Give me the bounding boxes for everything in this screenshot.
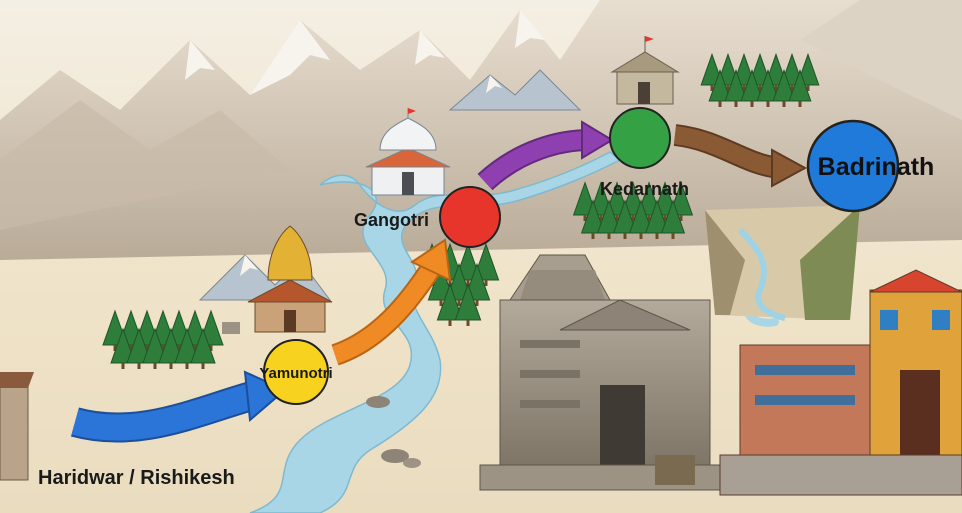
mountain-range	[0, 0, 962, 260]
tree-trunk	[623, 233, 627, 239]
tree-trunk	[209, 345, 213, 351]
tree-trunk	[647, 215, 651, 221]
tree-trunk	[193, 345, 197, 351]
mountain-icon	[448, 69, 582, 111]
tree-trunk	[798, 101, 802, 107]
arrow-yamunotri-to-gangotri	[331, 238, 452, 366]
tree-trunk	[177, 345, 181, 351]
badrinath-label: Badrinath	[818, 153, 935, 181]
tree-trunk	[185, 363, 189, 369]
tree-trunk	[639, 233, 643, 239]
tree-trunk	[734, 101, 738, 107]
tree-trunk	[655, 233, 659, 239]
tree-trunk	[758, 85, 762, 91]
river-rock	[381, 449, 409, 463]
tree-trunk	[790, 85, 794, 91]
river-rock	[403, 458, 421, 468]
tree-trunk	[145, 345, 149, 351]
tree-trunk	[782, 101, 786, 107]
tree-trunk	[663, 215, 667, 221]
badrinath-stop-circle	[806, 119, 900, 213]
tree-trunk	[475, 300, 479, 306]
tree-trunk	[607, 233, 611, 239]
yamunotri-stop-circle	[263, 339, 329, 405]
arrow-kedarnath-to-badrinath	[673, 124, 808, 188]
yamunotri-temple-icon	[222, 225, 333, 334]
tree-trunk	[591, 233, 595, 239]
tree-trunk	[766, 101, 770, 107]
river-rock	[366, 396, 390, 408]
route-arrows	[71, 120, 808, 443]
tree-trunk	[484, 280, 488, 286]
tree-trunk	[466, 320, 470, 326]
yamunotri-label: Yamunotri	[259, 365, 332, 382]
gangotri-stop-circle	[439, 186, 501, 248]
kedarnath-label: Kedarnath	[600, 179, 689, 199]
tree-trunk	[448, 320, 452, 326]
mountain-icon	[486, 75, 502, 93]
tree-trunk	[129, 345, 133, 351]
tree-trunk	[439, 300, 443, 306]
badrinath-temple-icon	[719, 269, 962, 496]
gangotri-temple-icon	[365, 108, 451, 196]
tree-trunk	[153, 363, 157, 369]
mountain-icon	[240, 255, 258, 276]
tree-trunk	[113, 345, 117, 351]
tree-trunk	[806, 85, 810, 91]
left-building-icon	[0, 372, 34, 481]
tree-trunk	[599, 215, 603, 221]
kedarnath-temple-small-icon	[610, 36, 680, 105]
tree-trunk	[583, 215, 587, 221]
tree-trunk	[121, 363, 125, 369]
tree-trunk	[137, 363, 141, 369]
forest-group	[102, 52, 820, 369]
tree-trunk	[718, 101, 722, 107]
tree-trunk	[671, 233, 675, 239]
tree-trunk	[679, 215, 683, 221]
haridwar-rishikesh-label: Haridwar / Rishikesh	[38, 467, 235, 489]
tree-trunk	[742, 85, 746, 91]
tree-trunk	[631, 215, 635, 221]
arrow-gangotri-to-kedarnath	[477, 120, 614, 191]
tree-trunk	[615, 215, 619, 221]
tree-trunk	[457, 300, 461, 306]
gangotri-label: Gangotri	[354, 210, 429, 230]
tree-trunk	[750, 101, 754, 107]
tree-trunk	[726, 85, 730, 91]
valley-gorge	[705, 205, 860, 321]
tree-trunk	[161, 345, 165, 351]
arrow-haridwar-to-yamunotri	[71, 370, 287, 443]
tree-trunk	[201, 363, 205, 369]
tree-trunk	[710, 85, 714, 91]
kedarnath-temple-large-icon	[479, 254, 731, 491]
kedarnath-stop-circle	[609, 107, 671, 169]
tree-trunk	[774, 85, 778, 91]
tree-trunk	[169, 363, 173, 369]
